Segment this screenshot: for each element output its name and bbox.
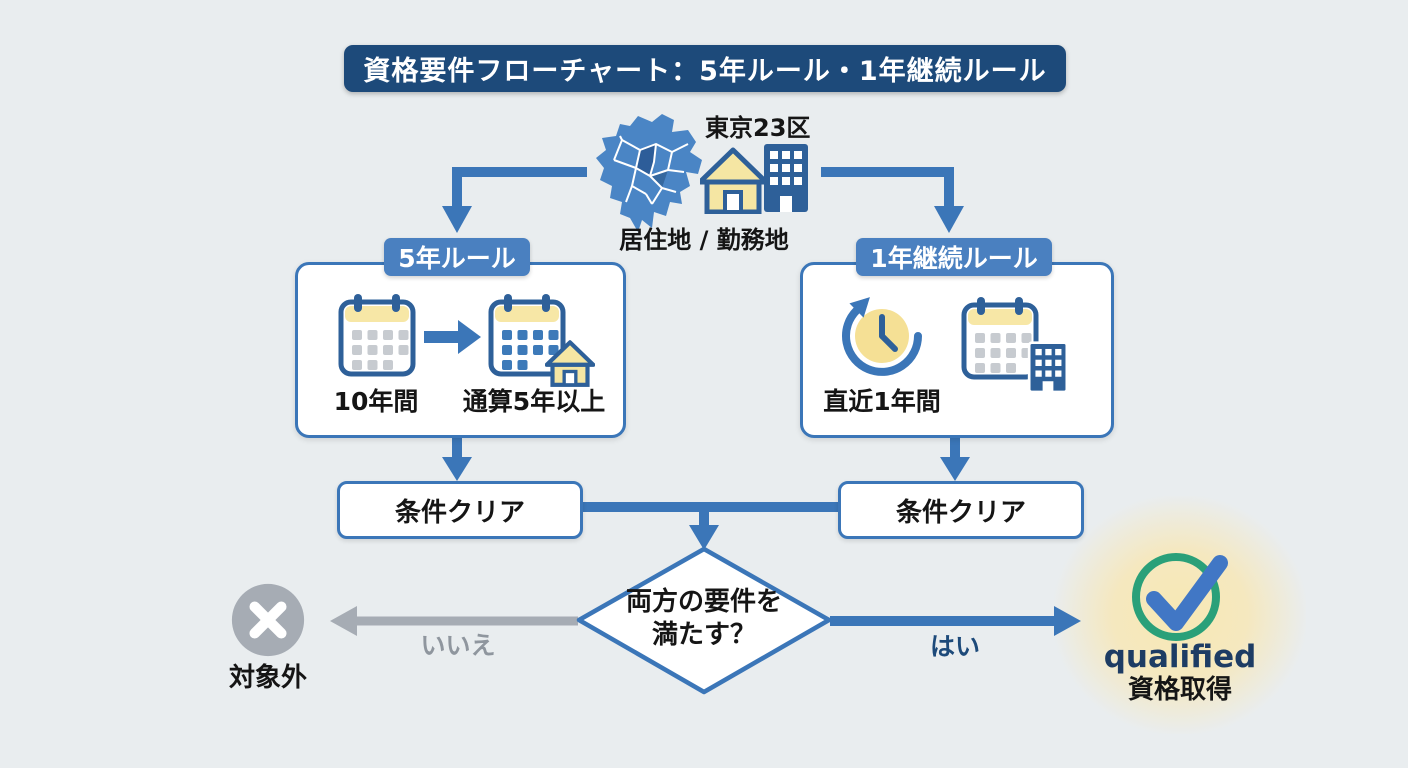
connector-top-right-arrowhead [934,206,964,233]
location-icons [700,144,808,214]
five-year-rule-tab: 5年ルール [384,238,530,276]
connector-top-left [452,167,587,208]
arrow-to-decision-arrowhead [689,525,719,550]
connector-top-left-arrowhead [442,206,472,233]
connector-top-right [821,167,954,208]
building-overlay-icon [1027,341,1069,392]
tokyo-23-wards-map-icon [596,114,702,232]
no-arrowhead [330,606,357,636]
arrow-one-year-arrowhead [940,457,970,481]
yes-arrowhead [1054,606,1081,636]
calendar-5-years-icon [488,294,566,377]
building-icon [764,144,808,212]
arrow-five-year-arrowhead [442,457,472,481]
qualified-label-en: qualified [1103,639,1257,675]
arrow-right-icon [424,320,481,354]
decision-question-line2: 満たす？ [651,620,756,651]
area-label: 東京23区 [705,114,811,142]
decision-question-line1: 両方の要件を [625,587,782,617]
decision-question: 両方の要件を 満たす？ [594,586,814,653]
ten-years-label: 10年間 [333,387,419,416]
location-label: 居住地 / 勤務地 [619,226,789,254]
house-overlay-icon [545,340,595,387]
decision-diamond [576,546,832,695]
not-eligible-label: 対象外 [228,663,307,693]
house-icon [700,147,769,214]
x-circle-icon [231,583,305,657]
five-years-total-label: 通算5年以上 [462,387,606,416]
calendar-one-year-icon [961,297,1039,380]
recent-one-year-label: 直近1年間 [823,387,941,416]
condition-clear-left-label: 条件クリア [394,497,525,528]
no-label: いいえ [420,631,496,660]
page-title: 資格要件フローチャート：5年ルール・1年継続ルール [344,45,1066,92]
one-year-rule-tab: 1年継続ルール [856,238,1052,276]
calendar-10-years-icon [338,294,416,377]
check-circle-icon [1132,553,1228,641]
clock-icon [842,297,922,376]
qualified-label-ja: 資格取得 [1127,675,1232,705]
yes-label: はい [929,632,980,661]
condition-clear-left-box: 条件クリア [337,481,583,539]
condition-clear-right-box: 条件クリア [838,481,1084,539]
condition-clear-right-label: 条件クリア [895,497,1026,528]
